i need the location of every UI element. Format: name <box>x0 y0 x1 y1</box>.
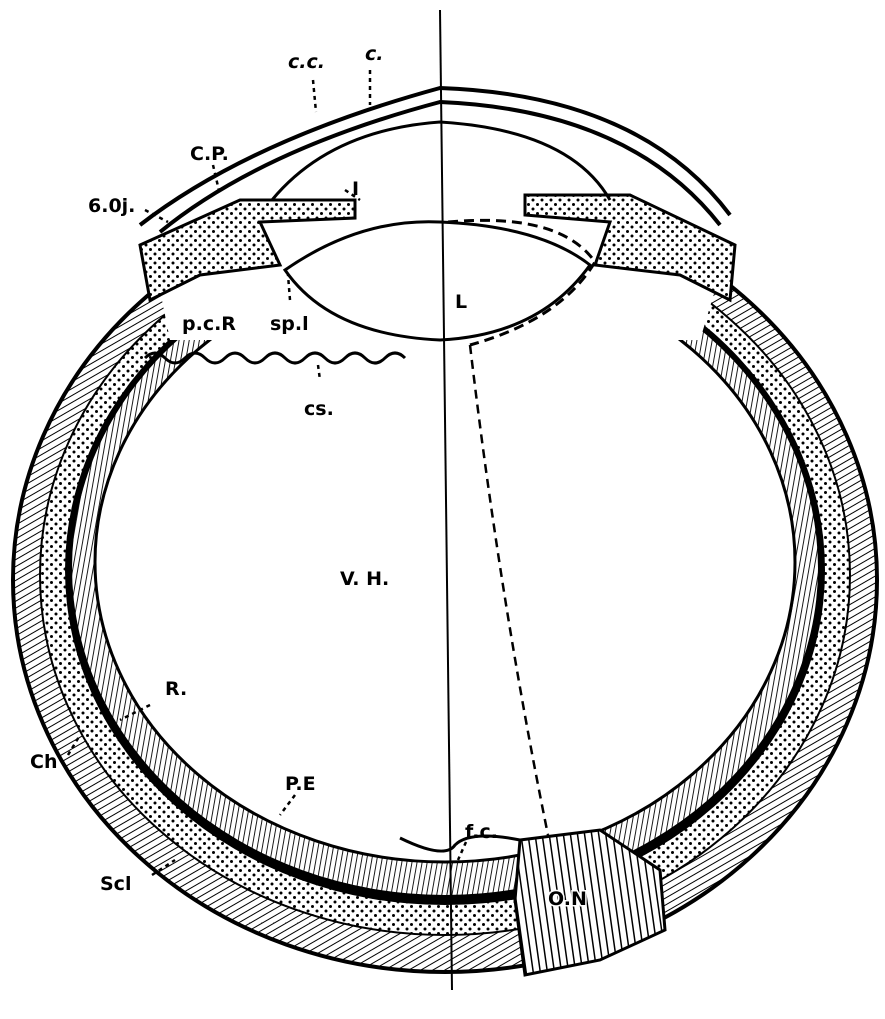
lens-accommodated-outline <box>447 218 597 347</box>
label-fc: f.c. <box>465 821 498 843</box>
label-scl: Scl <box>100 873 131 895</box>
label-vh: V. H. <box>340 568 389 590</box>
label-pcr: p.c.R <box>182 313 236 335</box>
label-cs: cs. <box>304 398 334 420</box>
label-lens: L <box>455 291 467 313</box>
label-c: c. <box>365 43 383 65</box>
optic-nerve <box>513 828 667 977</box>
leader-lines <box>66 70 468 877</box>
ciliary-body-left <box>138 198 357 303</box>
lens <box>282 220 593 342</box>
label-on: O.N <box>548 888 587 910</box>
label-pe: P.E <box>285 773 316 795</box>
label-ch: Ch <box>30 751 57 773</box>
ora-serrata-line <box>143 351 407 365</box>
fovea <box>399 834 521 853</box>
label-cc: c.c. <box>288 51 325 73</box>
ciliary-body-right <box>523 193 737 303</box>
label-soj: 6.0j. <box>88 195 135 217</box>
optical-axis <box>439 9 453 991</box>
label-cp: C.P. <box>190 143 229 165</box>
label-iris: I <box>352 178 359 200</box>
label-r: R. <box>165 678 187 700</box>
label-spl: sp.l <box>270 313 309 335</box>
